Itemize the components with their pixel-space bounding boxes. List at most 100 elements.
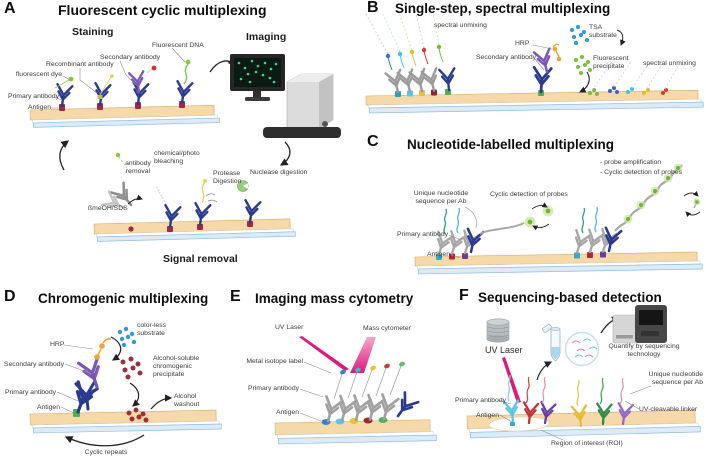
stained-antibody-group <box>384 44 458 97</box>
arrow-imaging-to-removal <box>279 141 291 166</box>
probe-antibody-group-right <box>568 163 701 259</box>
fluorescent-dna-strand <box>183 63 189 85</box>
tsa-cycle-arrow <box>616 29 626 46</box>
nuclease-icon <box>237 180 250 192</box>
label-spectral-unmixing-left: spectral unmixing <box>434 22 487 29</box>
panel-chromogenic: D Chromogenic multiplexing HRP color-les… <box>0 285 225 467</box>
probe-antibody-group-left <box>430 202 554 260</box>
label-uv-laser: UV Laser <box>275 324 304 331</box>
deposited-dots <box>126 407 149 423</box>
cytometer-beam <box>350 337 376 373</box>
roi-region <box>488 416 550 432</box>
panel-b-artwork <box>365 7 704 114</box>
panel-title: Imaging mass cytometry <box>255 291 414 306</box>
antibody-stack <box>66 338 112 418</box>
signal-removal-antibodies <box>100 152 262 232</box>
nucleotide-strand-cyan <box>456 207 461 234</box>
probe-glow <box>524 205 554 228</box>
label-fluorescent-dye: fluorescent dye <box>15 71 62 78</box>
label-fluorescent-dna: Fluorescent DNA <box>152 42 204 49</box>
uv-laser-beam <box>502 357 521 403</box>
uv-laser-beam <box>299 336 349 371</box>
label-hrp: HRP <box>515 40 530 47</box>
panel-title: Single-step, spectral multiplexing <box>395 1 611 16</box>
label-quantify-sequencing: Quantify by sequencing technology <box>608 343 680 359</box>
tsa-substrate-dots <box>569 24 590 46</box>
label-alcohol-soluble: Alcohol-soluble chromogenic precipitate <box>153 355 200 379</box>
barcoded-antibody-group <box>502 374 634 428</box>
released-tags-circle <box>564 331 600 367</box>
label-cyclic-repeats: Cyclic repeats <box>84 449 128 456</box>
panel-e-artwork <box>274 336 437 445</box>
slide <box>414 251 703 275</box>
panel-c-artwork <box>414 163 703 275</box>
panel-nucleotide-labelled: C Nucleotide-labelled multiplexing - pro… <box>360 128 706 285</box>
label-primary-antibody: Primary antibody <box>397 231 448 238</box>
label-chemical-photo-bleaching: chemical/photo bleaching <box>154 150 200 166</box>
hrp-antibody-group <box>531 43 562 96</box>
panel-letter: E <box>230 288 241 305</box>
barcode-strands <box>507 374 624 407</box>
isotope-antibody-group <box>318 361 420 425</box>
label-antigen: Antigen <box>426 251 450 258</box>
panel-single-step-spectral: B Single-step, spectral multiplexing spe… <box>360 0 706 128</box>
nucleotide-strand-teal <box>443 208 448 235</box>
panel-f-artwork <box>466 305 701 441</box>
label-fluorescent-precipitate: Fluorescent precipitate <box>593 55 629 71</box>
sample-tube-icon <box>542 323 561 362</box>
panel-letter: C <box>367 133 379 150</box>
label-cyclic-detection: Cyclic detection of probes <box>490 191 568 198</box>
panel-d-artwork <box>29 326 222 447</box>
panel-letter: A <box>4 0 16 17</box>
metal-isotope-dots <box>340 361 405 375</box>
label-alcohol-washout: Alcohol washout <box>174 393 200 409</box>
label-antigen: Antigen <box>475 412 499 419</box>
label-antigen: Antigen <box>36 404 60 411</box>
label-connectors <box>51 47 186 109</box>
deposit-arrow <box>129 382 140 407</box>
slide <box>29 409 222 434</box>
panel-title: Nucleotide-labelled multiplexing <box>407 137 615 152</box>
label-bme-sds: ßmeOH/SDS <box>88 205 128 212</box>
label-colorless-substrate: color-less substrate <box>137 322 167 338</box>
label-antibody-removal: antibody removal <box>125 160 151 176</box>
label-tsa-substrate: TSA substrate <box>589 24 617 40</box>
label-antigen: Antigen <box>27 104 51 111</box>
washout-arrow <box>150 394 173 410</box>
panel-title: Fluorescent cyclic multiplexing <box>58 2 267 18</box>
section-staining: Staining <box>72 26 114 38</box>
spectral-rays-right <box>591 59 679 91</box>
deposited-clusters <box>588 86 668 96</box>
microscope-imager-icon <box>263 73 341 138</box>
label-hrp: HRP <box>50 341 65 348</box>
label-primary-antibody: Primary antibody <box>5 389 56 396</box>
staining-slide <box>29 104 220 128</box>
fluorescent-dye-dot <box>68 76 74 82</box>
label-unique-sequence: Unique nucleotide sequence per Ab <box>648 371 703 387</box>
label-connectors <box>299 361 332 422</box>
label-primary-antibody: Primary antibody <box>8 93 59 100</box>
cyclic-repeats-arrow <box>64 434 145 447</box>
panel-a-artwork <box>29 47 341 242</box>
panel-title: Sequencing-based detection <box>478 290 662 305</box>
label-uv-cleavable-linker: UV-cleavable linker <box>639 406 698 413</box>
arrow-removal-to-staining <box>59 140 70 171</box>
label-secondary-antibody: Secondary antibody <box>476 54 537 61</box>
label-cyclic-detection-side: - Cyclic detection of probes <box>600 169 682 176</box>
hrp-icon <box>97 338 112 356</box>
substrate-arrow <box>110 336 122 361</box>
uv-laser-device-icon <box>486 318 510 343</box>
section-imaging: Imaging <box>246 31 287 43</box>
panel-letter: F <box>459 287 469 304</box>
chromogenic-precipitate-dots <box>120 356 143 380</box>
label-probe-amplification: - probe amplification <box>600 159 662 166</box>
deposit-arrow <box>579 71 590 93</box>
label-antigen: Antigen <box>275 409 299 416</box>
signal-removal-slide <box>93 218 296 242</box>
panel-imaging-mass-cytometry: E Imaging mass cytometry UV Laser Mass c… <box>225 285 455 467</box>
isotope-stems <box>333 365 402 400</box>
label-connectors <box>56 344 94 414</box>
fluorescence-monitor-icon <box>230 54 285 101</box>
label-primary-antibody: Primary antibody <box>248 385 299 392</box>
staining-antibodies <box>53 59 194 111</box>
